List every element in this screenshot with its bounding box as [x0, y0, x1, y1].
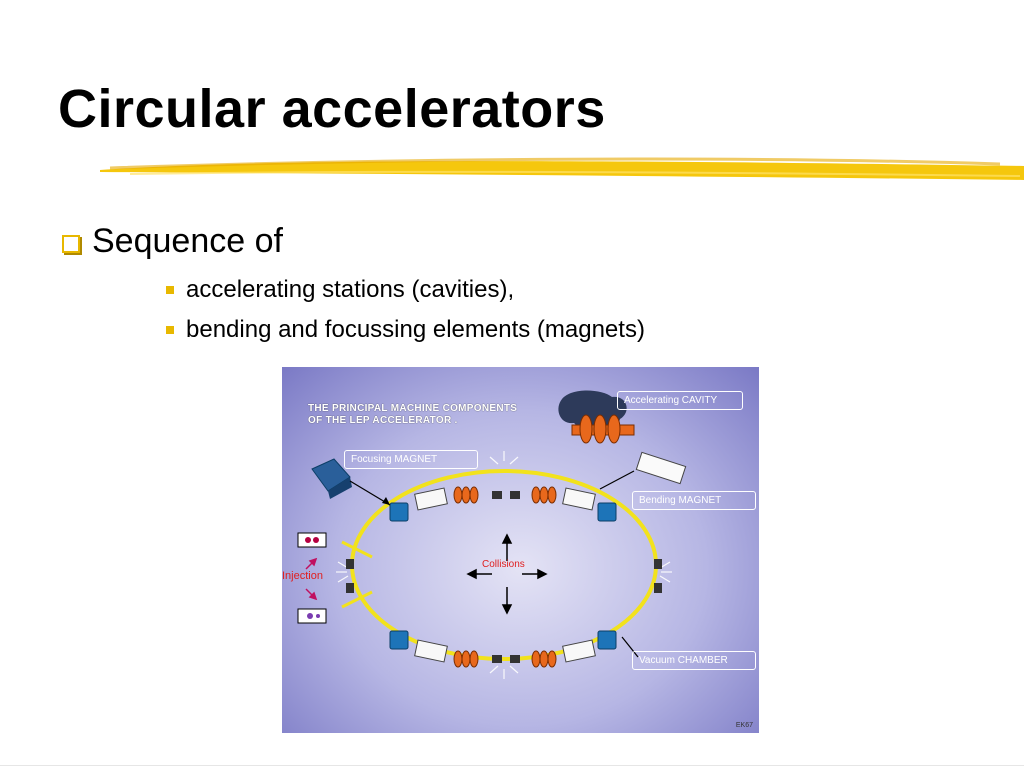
diagram-title-line1: THE PRINCIPAL MACHINE COMPONENTS	[308, 403, 518, 414]
collision-arrows	[466, 533, 548, 615]
label-collisions: Collisions	[482, 559, 525, 570]
bending-magnets	[414, 487, 596, 663]
label-focusing-magnet: Focusing MAGNET	[344, 450, 478, 469]
cavities	[453, 486, 557, 668]
box-bullet-icon	[62, 234, 80, 253]
sub-bullet-cavities: accelerating stations (cavities),	[166, 276, 514, 304]
sub-bullet-text: accelerating stations (cavities),	[186, 276, 515, 303]
title-underline	[100, 157, 1024, 180]
footer-divider	[0, 765, 1024, 766]
bending-magnet-icon	[635, 451, 687, 485]
slide-title: Circular accelerators	[58, 79, 606, 139]
label-vacuum-chamber: Vacuum CHAMBER	[632, 651, 756, 670]
injection-arrows	[305, 557, 318, 601]
focusing-magnet-icon	[311, 458, 352, 499]
sub-bullet-text: bending and focussing elements (magnets)	[186, 316, 645, 343]
sub-bullet-magnets: bending and focussing elements (magnets)	[166, 316, 645, 344]
accelerating-cavity-icon	[558, 390, 635, 444]
label-code: EK67	[735, 722, 753, 729]
diagram-graphics	[297, 390, 687, 679]
label-bending-magnet: Bending MAGNET	[632, 491, 756, 510]
lep-accelerator-diagram: THE PRINCIPAL MACHINE COMPONENTS OF THE …	[282, 367, 759, 733]
diagram-title-line2: OF THE LEP ACCELERATOR .	[308, 415, 458, 426]
square-bullet-icon	[166, 326, 174, 334]
square-bullet-icon	[166, 286, 174, 294]
label-injection: Injection	[282, 570, 323, 582]
diagram-title: THE PRINCIPAL MACHINE COMPONENTS OF THE …	[308, 403, 517, 427]
quadrupole-magnets	[389, 502, 617, 650]
bullet-text: Sequence of	[92, 222, 283, 260]
label-accelerating-cavity: Accelerating CAVITY	[617, 391, 743, 410]
bullet-sequence: Sequence of	[62, 222, 283, 261]
injection-boxes	[297, 532, 327, 624]
separators	[346, 491, 662, 663]
